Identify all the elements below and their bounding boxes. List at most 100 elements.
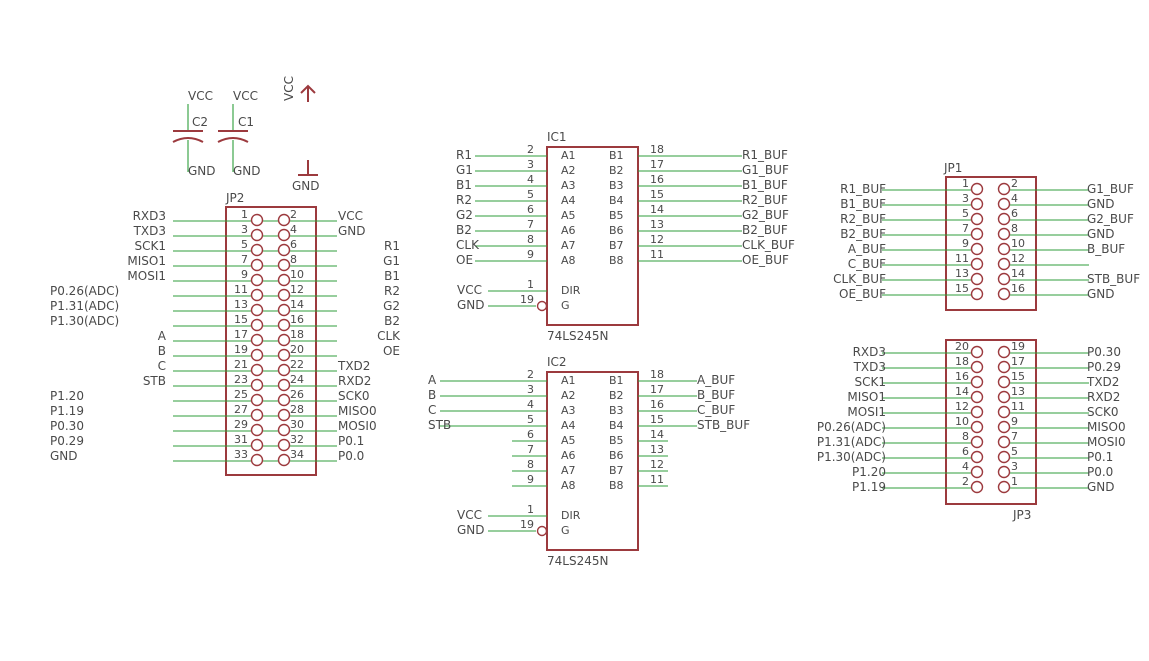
jp3-net-label-left: P1.30(ADC): [817, 450, 886, 464]
vcc-supply-symbol: VCC: [282, 76, 316, 102]
jp2-pad-right: [277, 438, 291, 452]
jp3-pad-right: [997, 465, 1011, 479]
jp2-pad-right: [277, 288, 291, 302]
ic2-pin-name: A1: [561, 374, 576, 387]
jp2-pad-right: [277, 393, 291, 407]
jp1-pin-number: 13: [955, 267, 969, 280]
jp1-pin-number: 4: [1011, 192, 1018, 205]
jp3-pin-number: 6: [962, 445, 969, 458]
ic2-pin-number: 3: [527, 383, 534, 396]
ic2-pin-name: B3: [609, 404, 624, 417]
ic1-pin-name: G: [561, 299, 570, 312]
ic2-pin-name: DIR: [561, 509, 581, 522]
jp3-pad-right: [997, 480, 1011, 494]
ic2-invert-bubble: [536, 525, 548, 537]
jp1-net-label-left: OE_BUF: [839, 287, 886, 301]
ic2-pin-name: A8: [561, 479, 576, 492]
jp2-ref: JP2: [225, 191, 244, 205]
jp2-pin-number: 11: [234, 283, 248, 296]
ic1-pin-number: 2: [527, 143, 534, 156]
jp2-pad-right: [277, 348, 291, 362]
jp2-pin-number: 3: [241, 223, 248, 236]
ic2-net-label-right: STB_BUF: [697, 418, 750, 432]
jp3-pad-right: [997, 360, 1011, 374]
ic1-pin-name: A1: [561, 149, 576, 162]
jp3-pad-left: [970, 360, 984, 374]
jp1-net-label-left: B2_BUF: [840, 227, 886, 241]
jp2-pin-number: 19: [234, 343, 248, 356]
jp3-pin-number: 15: [1011, 370, 1025, 383]
jp2-net-label-right: SCK0: [338, 389, 370, 403]
jp3-pad-left: [970, 405, 984, 419]
ic2-net-label-left: A: [428, 373, 437, 387]
ic2-pin-number: 11: [650, 473, 664, 486]
ic1-net-label-right: OE_BUF: [742, 253, 789, 267]
ic1-pin-number: 15: [650, 188, 664, 201]
ic1-net-label-left: OE: [456, 253, 473, 267]
ic1-pin-number: 19: [520, 293, 534, 306]
ic2-ref: IC2: [547, 355, 567, 369]
jp2-pin-number: 6: [290, 238, 297, 251]
jp2-pad-left: [250, 393, 264, 407]
ic1-pin-name: B8: [609, 254, 624, 267]
jp2-net-label-right: MOSI0: [338, 419, 377, 433]
jp1-net-label-right: G1_BUF: [1087, 182, 1134, 196]
ic1-net-label-left: CLK: [456, 238, 480, 252]
jp2-pin-number: 31: [234, 433, 248, 446]
jp2-pad-right: [277, 408, 291, 422]
jp2-net-label-right: G1: [383, 254, 400, 268]
jp2-net-label-right: B2: [384, 314, 400, 328]
jp1-pin-number: 8: [1011, 222, 1018, 235]
jp3-pin-number: 2: [962, 475, 969, 488]
jp2-pin-number: 17: [234, 328, 248, 341]
jp2-pad-right: [277, 243, 291, 257]
jp3-pad-left: [970, 420, 984, 434]
jp1-pin-number: 15: [955, 282, 969, 295]
jp2-pin-number: 28: [290, 403, 304, 416]
ic1-pin-name: B4: [609, 194, 624, 207]
jp2-net-label-left: C: [158, 359, 166, 373]
jp1-pin-number: 16: [1011, 282, 1025, 295]
jp1-pin-number: 5: [962, 207, 969, 220]
c2-gnd-label: GND: [188, 164, 216, 178]
jp2-pad-right: [277, 423, 291, 437]
jp3-pad-right: [997, 390, 1011, 404]
ic1-pin-number: 8: [527, 233, 534, 246]
jp2-pad-right: [277, 453, 291, 467]
ic2-net-label-right: B_BUF: [697, 388, 735, 402]
ic2-net-label-left: C: [428, 403, 436, 417]
jp2-pad-right: [277, 213, 291, 227]
jp3-net-label-right: GND: [1087, 480, 1115, 494]
jp1-pad-right: [997, 272, 1011, 286]
ic2-pin-name: G: [561, 524, 570, 537]
jp2-pad-right: [277, 228, 291, 242]
ic1-pin-name: A7: [561, 239, 576, 252]
ic1-pin-number: 9: [527, 248, 534, 261]
jp3-pad-left: [970, 450, 984, 464]
ic1-pin-name: B1: [609, 149, 624, 162]
c1-gnd-label: GND: [233, 164, 261, 178]
jp2-net-label-left: P1.30(ADC): [50, 314, 119, 328]
jp3-pin-number: 17: [1011, 355, 1025, 368]
jp2-pad-right: [277, 378, 291, 392]
jp2-pin-number: 33: [234, 448, 248, 461]
gnd-supply-symbol: GND: [292, 160, 320, 193]
ic1-pin-name: B3: [609, 179, 624, 192]
jp2-pin-number: 21: [234, 358, 248, 371]
jp1-ref: JP1: [943, 161, 962, 175]
c2-ref: C2: [192, 115, 208, 129]
jp3-pin-number: 4: [962, 460, 969, 473]
jp2-pad-left: [250, 273, 264, 287]
jp2-pad-right: [277, 258, 291, 272]
jp3-net-label-left: TXD3: [853, 360, 886, 374]
ic1-net-label-left: B2: [456, 223, 472, 237]
jp2-pad-left: [250, 228, 264, 242]
jp1-net-label-left: R1_BUF: [840, 182, 886, 196]
jp2-pad-left: [250, 333, 264, 347]
ic2-pin-name: A3: [561, 404, 576, 417]
jp3-pin-number: 8: [962, 430, 969, 443]
jp3-pin-number: 20: [955, 340, 969, 353]
jp3-net-label-right: P0.1: [1087, 450, 1113, 464]
jp3-pin-number: 9: [1011, 415, 1018, 428]
